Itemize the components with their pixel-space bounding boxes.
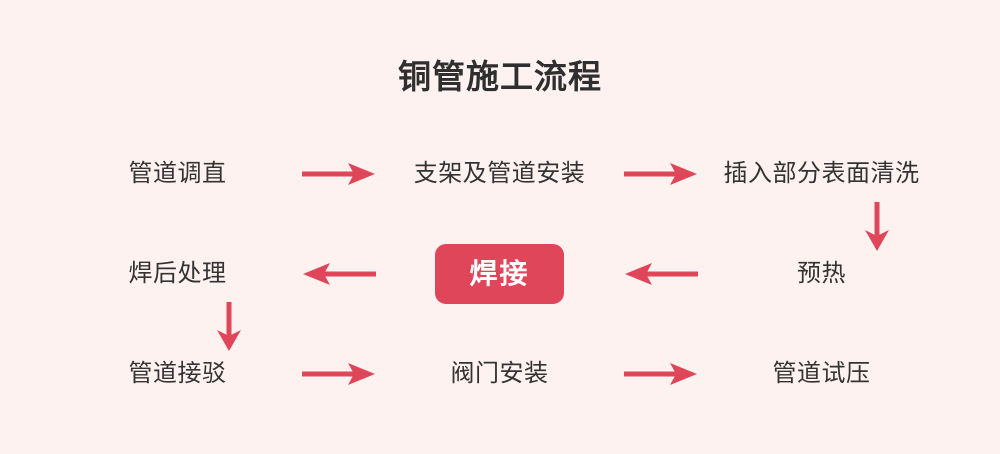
- arrow-right-icon: [623, 163, 697, 185]
- flow-node-label-highlighted: 焊接: [435, 244, 564, 304]
- flow-row-2: 焊后处理 焊接 预热: [60, 240, 940, 308]
- flow-node-label: 管道试压: [772, 360, 871, 387]
- arrow-left-icon: [624, 263, 698, 285]
- flow-node-label: 预热: [797, 260, 846, 287]
- flow-connector-1-1: [295, 140, 382, 208]
- flow-connector-1-2: [617, 140, 704, 208]
- arrow-right-icon: [301, 363, 375, 385]
- flow-connector-2-2: [617, 240, 704, 308]
- flow-node-2-1[interactable]: 焊后处理: [60, 240, 295, 308]
- flow-node-label: 焊后处理: [128, 260, 227, 287]
- flow-node-3-3[interactable]: 管道试压: [704, 340, 939, 408]
- flow-node-label: 管道调直: [128, 160, 227, 187]
- flow-connector-3-2: [617, 340, 704, 408]
- flow-row-1: 管道调直 支架及管道安装 插入部分表面清洗: [60, 140, 940, 208]
- flow-connector-2-1: [295, 240, 382, 308]
- arrow-right-icon: [301, 163, 375, 185]
- page-title: 铜管施工流程: [398, 58, 602, 95]
- flow-node-label: 支架及管道安装: [413, 160, 586, 187]
- flow-node-1-2[interactable]: 支架及管道安装: [382, 140, 617, 208]
- flow-connector-vertical-right: [860, 202, 894, 257]
- flow-node-label: 阀门安装: [450, 360, 549, 387]
- flow-node-1-3[interactable]: 插入部分表面清洗: [704, 140, 939, 208]
- flow-grid: 管道调直 支架及管道安装 插入部分表面清洗: [60, 140, 940, 420]
- arrow-left-icon: [302, 263, 376, 285]
- flow-node-2-2[interactable]: 焊接: [382, 240, 617, 308]
- flow-connector-3-1: [295, 340, 382, 408]
- arrow-right-icon: [623, 363, 697, 385]
- arrow-down-icon: [865, 202, 889, 251]
- flow-node-3-2[interactable]: 阀门安装: [382, 340, 617, 408]
- arrow-down-icon: [217, 302, 241, 351]
- flow-row-3: 管道接驳 阀门安装 管道试压: [60, 340, 940, 408]
- flow-connector-vertical-left: [212, 302, 246, 357]
- flow-node-2-3[interactable]: 预热: [704, 240, 939, 308]
- flow-node-label: 管道接驳: [128, 360, 227, 387]
- flow-node-label: 插入部分表面清洗: [723, 160, 920, 187]
- flow-node-3-1[interactable]: 管道接驳: [60, 340, 295, 408]
- flow-node-1-1[interactable]: 管道调直: [60, 140, 295, 208]
